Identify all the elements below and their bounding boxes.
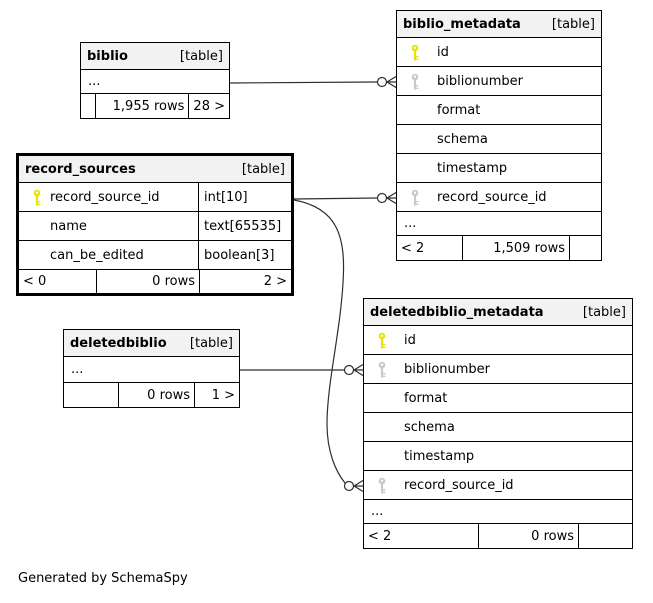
footer-children-count: < 0 (19, 270, 97, 293)
column-name: timestamp (437, 160, 508, 176)
edge-record_sources-to-biblio_metadata (293, 191, 397, 205)
foreign-key-icon (378, 477, 386, 493)
edge-biblio-to-biblio_metadata (229, 75, 397, 89)
column-name: id (437, 44, 449, 60)
column-name: format (404, 390, 448, 406)
footer-parents-count: 2 > (263, 274, 287, 289)
column-row-can_be_edited: can_be_edited boolean[3] (19, 241, 291, 270)
column-row-timestamp: timestamp (397, 154, 601, 183)
column-name: biblionumber (404, 361, 491, 377)
foreign-key-icon (411, 189, 419, 205)
footer-children-count (81, 94, 96, 118)
column-row-format: format (397, 96, 601, 125)
footer-row-count: 1,955 rows (96, 94, 190, 118)
footer-parents-count: 1 > (211, 387, 235, 403)
column-row-id: id (364, 326, 632, 355)
table-footer: < 2 1,509 rows (397, 236, 601, 260)
table-name: biblio_metadata (403, 16, 521, 32)
table-type-tag: [table] (551, 16, 595, 32)
hidden-columns-row: ... (397, 212, 601, 236)
column-row-id: id (397, 38, 601, 67)
table-footer: < 0 0 rows 2 > (19, 270, 291, 293)
column-row-record_source_id: record_source_id (397, 183, 601, 212)
table-header[interactable]: biblio_metadata [table] (397, 11, 601, 38)
generator-note: Generated by SchemaSpy (18, 571, 188, 586)
foreign-key-icon (378, 361, 386, 377)
footer-row-count: 1,509 rows (463, 236, 570, 260)
column-name: record_source_id (437, 189, 547, 205)
footer-row-count: 0 rows (119, 383, 195, 407)
column-row-schema: schema (397, 125, 601, 154)
column-row-record_source_id: record_source_id (364, 471, 632, 500)
column-type: text[65535] (198, 212, 291, 240)
column-row-timestamp: timestamp (364, 442, 632, 471)
hidden-columns-row: ... (364, 500, 632, 524)
column-name: name (50, 218, 87, 234)
hidden-columns-row: ... (64, 357, 239, 383)
primary-key-icon (378, 332, 386, 348)
footer-children-count: < 2 (397, 236, 463, 260)
table-type-tag: [table] (241, 161, 285, 177)
table-node-biblio[interactable]: biblio [table] ... 1,955 rows 28 > (80, 42, 230, 119)
column-name: can_be_edited (50, 247, 144, 263)
table-header[interactable]: deletedbiblio_metadata [table] (364, 299, 632, 326)
footer-parents-count: 28 > (193, 98, 225, 114)
foreign-key-icon (411, 73, 419, 89)
footer-row-count: 0 rows (97, 270, 200, 293)
edge-record_sources-to-deletedbiblio_metadata (293, 199, 364, 493)
table-header[interactable]: record_sources [table] (19, 156, 291, 183)
column-name: format (437, 102, 481, 118)
primary-key-icon (411, 44, 419, 60)
table-footer: 1,955 rows 28 > (81, 94, 229, 118)
table-node-deletedbiblio[interactable]: deletedbiblio [table] ... 0 rows 1 > (63, 329, 240, 408)
column-row-record_source_id: record_source_id int[10] (19, 183, 291, 212)
column-row-schema: schema (364, 413, 632, 442)
column-name: record_source_id (50, 189, 160, 205)
column-row-biblionumber: biblionumber (364, 355, 632, 384)
column-name: timestamp (404, 448, 475, 464)
column-name: id (404, 332, 416, 348)
column-name: schema (404, 419, 455, 435)
column-row-biblionumber: biblionumber (397, 67, 601, 96)
footer-parents-count (570, 236, 601, 260)
column-name: record_source_id (404, 477, 514, 493)
table-node-record_sources[interactable]: record_sources [table] record_source_id … (16, 153, 294, 296)
table-name: biblio (87, 48, 128, 64)
table-footer: < 2 0 rows (364, 524, 632, 548)
table-name: deletedbiblio_metadata (370, 304, 544, 320)
column-name: schema (437, 131, 488, 147)
table-node-biblio_metadata[interactable]: biblio_metadata [table] id biblionumber … (396, 10, 602, 261)
footer-row-count: 0 rows (479, 524, 579, 548)
column-name: biblionumber (437, 73, 524, 89)
column-row-format: format (364, 384, 632, 413)
column-type: int[10] (198, 183, 291, 211)
table-name: record_sources (25, 161, 136, 177)
table-name: deletedbiblio (70, 335, 167, 351)
table-type-tag: [table] (179, 48, 223, 64)
hidden-columns-row: ... (81, 70, 229, 94)
table-header[interactable]: biblio [table] (81, 43, 229, 70)
footer-children-count (64, 383, 119, 407)
edge-deletedbiblio-to-deletedbiblio_metadata (240, 363, 364, 377)
footer-children-count: < 2 (364, 524, 479, 548)
table-node-deletedbiblio_metadata[interactable]: deletedbiblio_metadata [table] id biblio… (363, 298, 633, 549)
column-type: boolean[3] (198, 241, 291, 269)
column-row-name: name text[65535] (19, 212, 291, 241)
primary-key-icon (33, 189, 41, 205)
table-footer: 0 rows 1 > (64, 383, 239, 407)
table-type-tag: [table] (582, 304, 626, 320)
table-type-tag: [table] (189, 335, 233, 351)
footer-parents-count (579, 524, 632, 548)
table-header[interactable]: deletedbiblio [table] (64, 330, 239, 357)
